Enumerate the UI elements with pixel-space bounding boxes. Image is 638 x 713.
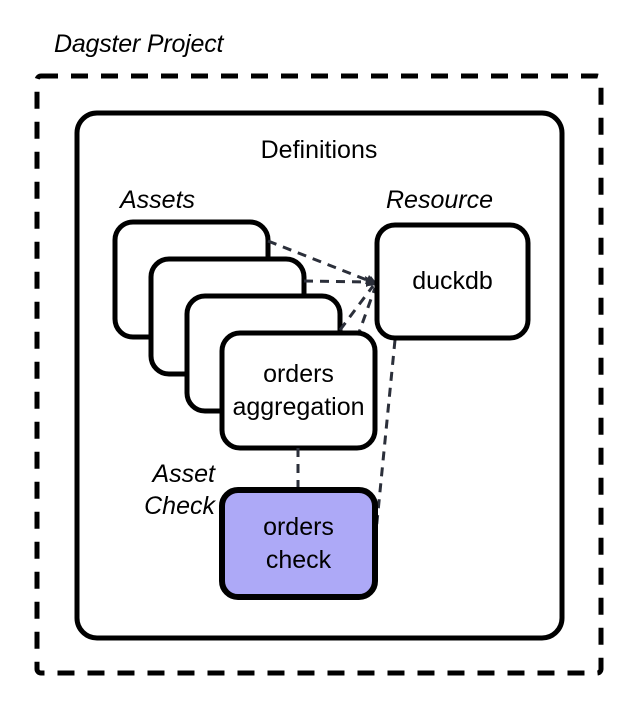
- dagster-project-boundary: [34, 73, 604, 676]
- page-title: Dagster Project: [54, 30, 224, 58]
- node-orders-aggregation[interactable]: [219, 330, 378, 451]
- assets-group-label: Assets: [120, 186, 196, 214]
- edge-group-assets-to-duckdb: [267, 239, 377, 339]
- edge-orders-agg-to-duckdb: [355, 287, 377, 339]
- edge-asset2-to-duckdb: [303, 279, 373, 284]
- edge-asset3-to-duckdb: [267, 239, 373, 284]
- definitions-label: Definitions: [260, 136, 378, 164]
- resource-group-label: Resource: [386, 186, 493, 214]
- asset-check-group-label: Asset Check: [144, 460, 215, 520]
- node-orders-check[interactable]: [219, 487, 378, 600]
- node-duckdb[interactable]: [374, 222, 531, 341]
